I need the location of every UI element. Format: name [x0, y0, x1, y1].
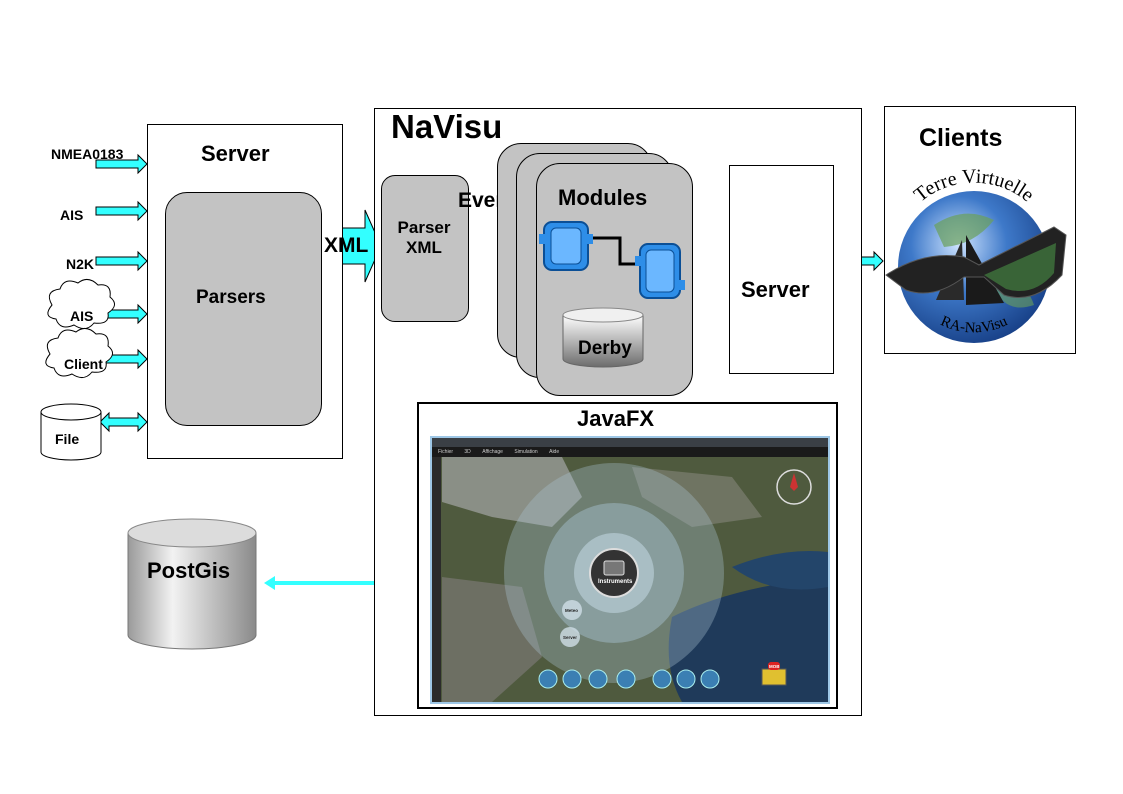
nmea-label: NMEA0183	[51, 146, 124, 162]
menu-fichier[interactable]: Fichier	[438, 449, 454, 455]
postgis-cylinder	[127, 518, 257, 650]
parser-xml-box	[381, 175, 469, 322]
screenshot-map: Instruments Meteo Server MOB	[432, 457, 828, 702]
menu-affichage[interactable]: Affichage	[482, 449, 503, 455]
file-cylinder	[40, 403, 102, 461]
menu-3d[interactable]: 3D	[464, 449, 471, 455]
module-block-2-icon	[635, 243, 685, 299]
nmea-arrow	[95, 153, 148, 175]
left-server-title: Server	[201, 141, 270, 166]
bottom-toolbar-icons	[538, 669, 720, 689]
clients-title: Clients	[919, 124, 1003, 152]
parsers-box	[165, 192, 322, 426]
parser-xml-label: Parser XML	[397, 218, 451, 257]
derby-label: Derby	[578, 338, 632, 359]
javafx-screenshot: Fichier 3D Affichage Simulation Aide Ins…	[430, 436, 830, 704]
derby-cylinder	[562, 307, 644, 368]
screenshot-menubar: Fichier 3D Affichage Simulation Aide	[432, 447, 828, 457]
ais-cloud-label: AIS	[70, 308, 94, 324]
svg-text:RA-NaVisu: RA-NaVisu	[938, 313, 1010, 336]
javafx-title: JavaFX	[577, 406, 655, 431]
screenshot-titlebar	[432, 438, 828, 447]
n2k-arrow	[95, 250, 148, 272]
navisu-title: NaVisu	[391, 108, 503, 145]
ra-navisu-logo-icon: Terre Virtuelle RA-NaVisu	[885, 165, 1067, 343]
module-block-1-icon	[539, 221, 593, 271]
menu-simulation[interactable]: Simulation	[514, 449, 538, 455]
file-bidir-arrow	[99, 411, 148, 433]
file-label: File	[55, 431, 80, 447]
postgis-label: PostGis	[147, 558, 231, 583]
logo-bottom-text: RA-NaVisu	[938, 313, 1010, 336]
menu-aide[interactable]: Aide	[549, 449, 560, 455]
n2k-label: N2K	[66, 256, 95, 272]
client-cloud-label: Client	[64, 356, 103, 372]
xml-label: XML	[324, 234, 369, 257]
navisu-server-label: Server	[741, 277, 810, 302]
ais-cloud	[47, 279, 115, 329]
parsers-label: Parsers	[196, 287, 266, 308]
hub-label: Instruments	[598, 579, 633, 585]
ais-arrow	[95, 200, 148, 222]
ring-label-server: Server	[563, 635, 577, 640]
module-connectors	[539, 221, 685, 299]
mob-label: MOB	[769, 664, 780, 669]
modules-label: Modules	[558, 185, 648, 210]
ring-label-meteo: Meteo	[565, 608, 578, 613]
ais-label: AIS	[60, 207, 84, 223]
navisu-server-box	[729, 165, 834, 374]
client-cloud	[45, 328, 113, 378]
